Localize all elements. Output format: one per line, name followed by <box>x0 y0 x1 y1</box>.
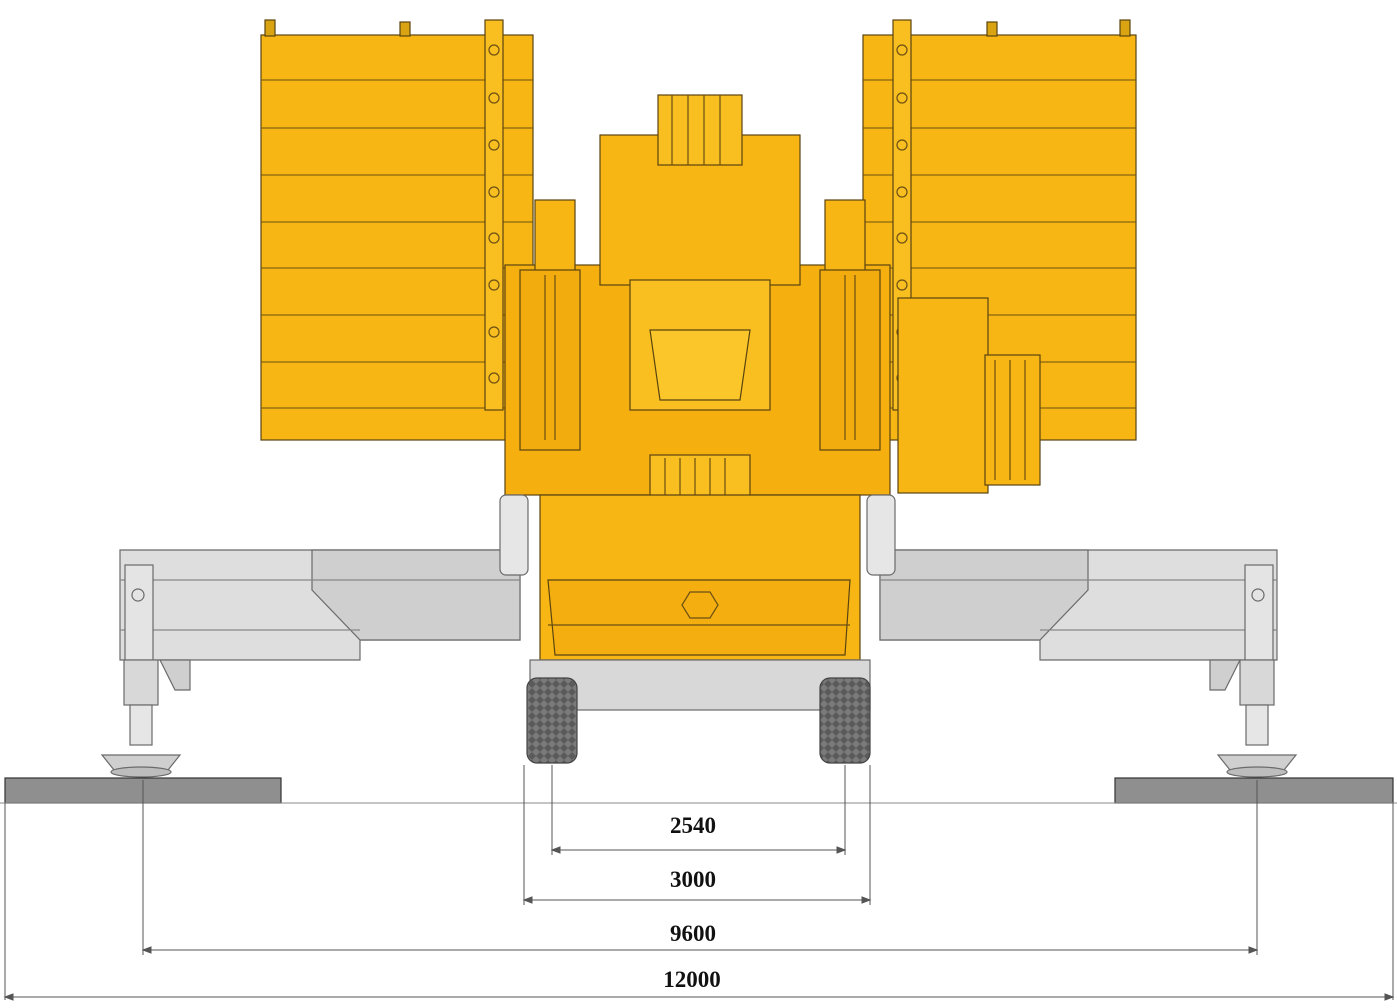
dimension-lines <box>3 765 1395 1001</box>
right-tire <box>819 677 871 764</box>
dim-label-3000: 3000 <box>670 867 716 892</box>
dim-label-2540: 2540 <box>670 813 716 838</box>
left-outrigger-beam <box>119 549 521 691</box>
right-ground-pad <box>1114 777 1394 804</box>
right-outrigger-jack <box>1216 659 1298 778</box>
left-tire <box>526 677 578 764</box>
carrier-body <box>499 494 896 711</box>
left-counterweight-stack <box>260 19 534 441</box>
dim-label-12000: 12000 <box>663 967 721 992</box>
dim-label-9600: 9600 <box>670 921 716 946</box>
superstructure <box>504 94 1041 526</box>
right-outrigger-beam <box>879 549 1278 691</box>
left-outrigger-jack <box>100 659 182 778</box>
